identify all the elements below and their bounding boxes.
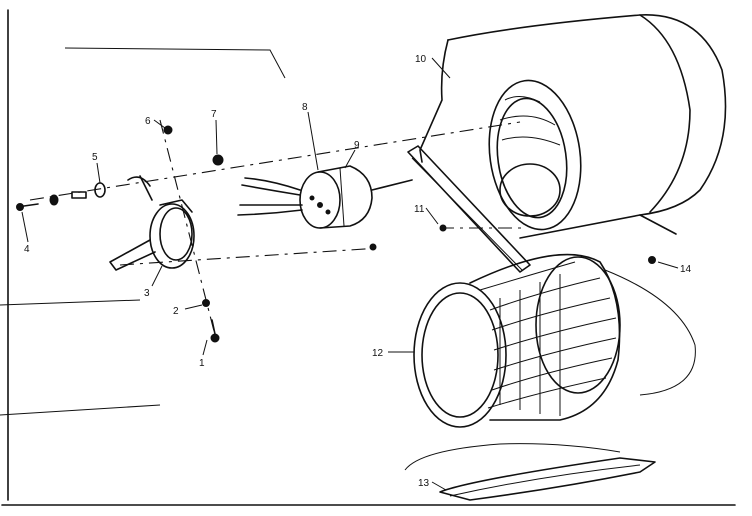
cutoff-plate (404, 443, 656, 501)
callout-10: 10 (415, 54, 427, 65)
motor-mount-band (109, 175, 195, 271)
blower-wheel (413, 253, 696, 428)
callout-5: 5 (92, 152, 98, 163)
motor (237, 165, 413, 249)
assembly-centerline (29, 119, 525, 336)
callout-4: 4 (24, 244, 30, 255)
callout-leaders (21, 57, 679, 491)
callout-12: 12 (372, 348, 384, 359)
callout-13: 13 (418, 478, 430, 489)
callout-9: 9 (354, 140, 360, 151)
page-border-lines (0, 9, 736, 506)
callout-3: 3 (144, 288, 150, 299)
callout-labels: 1 2 3 4 5 6 7 8 9 10 11 12 13 14 (24, 54, 692, 489)
callout-6: 6 (145, 116, 151, 127)
callout-8: 8 (302, 102, 308, 113)
callout-1: 1 (199, 358, 205, 369)
callout-11: 11 (414, 204, 425, 215)
callout-7: 7 (211, 109, 217, 120)
blower-housing (407, 14, 727, 273)
callout-2: 2 (173, 306, 179, 317)
callout-14: 14 (680, 264, 692, 275)
hardware (16, 125, 656, 343)
